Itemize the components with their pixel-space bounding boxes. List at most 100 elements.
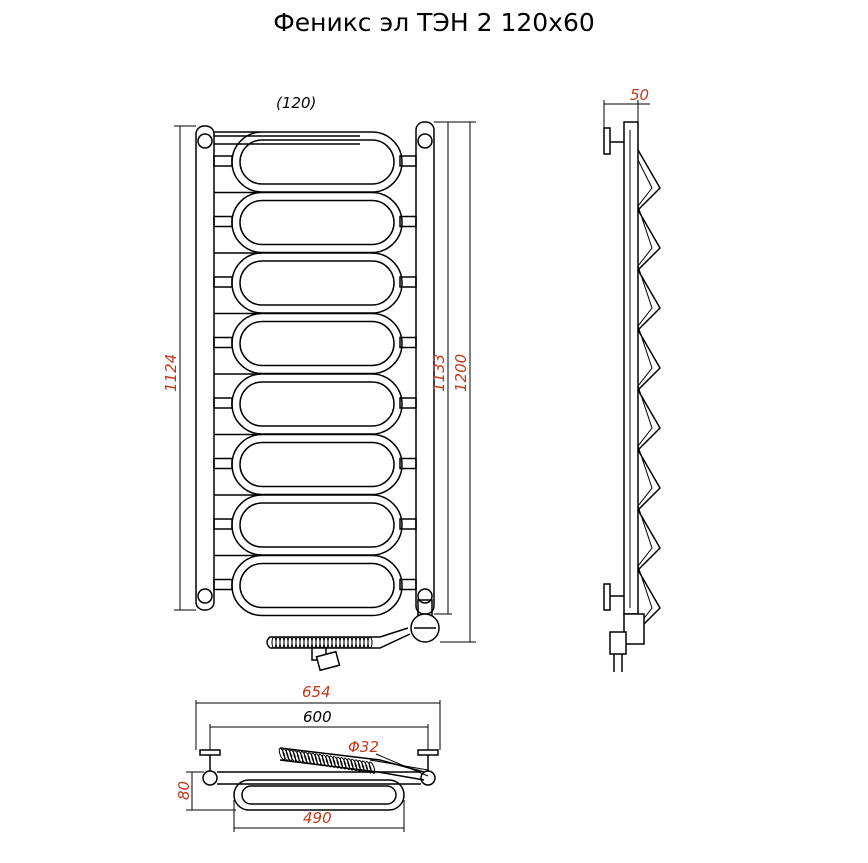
- cable-coil-turn: [323, 636, 329, 649]
- leader-phi32-a: [369, 759, 429, 771]
- loop-stub-left: [213, 518, 233, 530]
- label-1200: 1200: [452, 354, 470, 392]
- loop-stub-right: [399, 276, 417, 288]
- label-654: 654: [302, 683, 331, 701]
- serpentine-loop-outer: [214, 131, 403, 193]
- serpentine-loop-inner: [239, 320, 395, 367]
- top-collector-right: [420, 770, 436, 786]
- serpentine-loop-inner: [239, 260, 395, 306]
- serpentine-loop-inner: [239, 199, 395, 246]
- cable-coil-turn: [271, 636, 277, 649]
- serpentine-loop-outer: [214, 494, 403, 556]
- top-cable-turn: [336, 756, 343, 769]
- side-view: 50: [603, 86, 661, 672]
- cable-coil-turn: [299, 636, 305, 649]
- cable-coil-turn: [335, 636, 341, 649]
- cable-coil-turn: [311, 636, 317, 649]
- cable-coil-turn: [367, 636, 373, 649]
- label-120: (120): [276, 94, 316, 112]
- top-cable-turn: [368, 761, 376, 774]
- top-cable-turn: [354, 759, 361, 772]
- loop-stub-right: [399, 336, 417, 349]
- top-coil-outer: [233, 779, 405, 811]
- top-wallplate-left: [199, 749, 221, 756]
- loop-stub-right: [399, 397, 417, 409]
- leader-phi32-b: [375, 753, 429, 777]
- cable-coil-turn: [291, 636, 297, 649]
- cable-coil-turn: [279, 636, 285, 649]
- loop-stub-right: [399, 578, 417, 591]
- top-cable-turn: [278, 747, 286, 761]
- loop-stub-left: [213, 155, 233, 167]
- left-collector: [195, 125, 215, 611]
- serpentine-loop-outer: [214, 373, 403, 435]
- cable-coil-turn: [355, 636, 361, 649]
- top-cable-turn: [361, 760, 369, 773]
- loop-stub-left: [213, 578, 233, 591]
- cable-coil-turn: [351, 636, 357, 649]
- side-heater: [623, 613, 645, 645]
- serpentine-loop-outer: [214, 554, 403, 617]
- cable-coil-turn: [295, 636, 301, 649]
- side-plug: [609, 631, 627, 655]
- label-80: 80: [175, 781, 193, 800]
- plug: [315, 650, 341, 672]
- top-collector-left: [202, 770, 218, 786]
- side-zigzag-inner: [637, 159, 653, 627]
- side-wallplate-top: [603, 127, 611, 155]
- mount-left-top: [197, 133, 213, 149]
- top-wallplate-right: [417, 749, 439, 756]
- loop-stub-left: [213, 215, 233, 228]
- serpentine-loop-inner: [239, 441, 395, 488]
- serpentine-loop-outer: [214, 433, 403, 496]
- heating-cable-coil: [271, 636, 373, 649]
- label-phi32: Φ32: [348, 738, 379, 756]
- cable-coil-turn: [359, 636, 365, 649]
- cable-coil-turn: [319, 636, 325, 649]
- cable-coil-turn: [283, 636, 289, 649]
- label-1133: 1133: [430, 354, 448, 392]
- top-coil-inner: [241, 785, 397, 805]
- serpentine-loop-inner: [239, 139, 395, 185]
- front-view: (120) 1124 1133 1200: [162, 94, 476, 672]
- cable-coil-turn: [343, 636, 349, 649]
- cable-coil-turn: [303, 636, 309, 649]
- label-490: 490: [303, 809, 332, 827]
- cable-coil-turn: [327, 636, 333, 649]
- top-cable-edge-b: [279, 759, 425, 781]
- cable-coil-turn: [287, 636, 293, 649]
- label-1124: 1124: [162, 354, 180, 392]
- cable-outline: [266, 627, 409, 649]
- cable-outline-lower: [270, 633, 411, 649]
- top-cable-turn: [347, 758, 354, 771]
- loop-stub-right: [399, 155, 417, 167]
- label-600: 600: [303, 708, 332, 726]
- loop-stub-right: [399, 215, 417, 228]
- cable-coil-turn: [331, 636, 337, 649]
- top-cable-turn: [357, 759, 365, 773]
- side-collector: [623, 121, 639, 615]
- loop-stub-left: [213, 397, 233, 409]
- top-cable-turn: [339, 757, 347, 770]
- cable-coil-turn: [315, 636, 321, 649]
- top-cable-turn: [343, 757, 351, 771]
- cable-coil-turn: [363, 636, 369, 649]
- cable-coil-turn: [339, 636, 345, 649]
- mount-left-bottom: [197, 588, 213, 604]
- mount-right-bottom: [417, 588, 433, 604]
- label-50: 50: [630, 86, 649, 104]
- loop-stub-left: [213, 276, 233, 288]
- top-view: 654 600 Φ32: [175, 683, 441, 832]
- top-cable-turn: [365, 761, 372, 774]
- loop-stub-left: [213, 457, 233, 470]
- top-cable-turn: [332, 756, 340, 769]
- serpentine-loop-inner: [239, 502, 395, 548]
- serpentine-loops: [213, 131, 417, 617]
- side-wallplate-bottom: [603, 583, 611, 611]
- loop-stub-right: [399, 457, 417, 470]
- side-zigzag: [637, 149, 661, 631]
- serpentine-loop-outer: [214, 191, 403, 254]
- cable-coil-turn: [275, 636, 281, 649]
